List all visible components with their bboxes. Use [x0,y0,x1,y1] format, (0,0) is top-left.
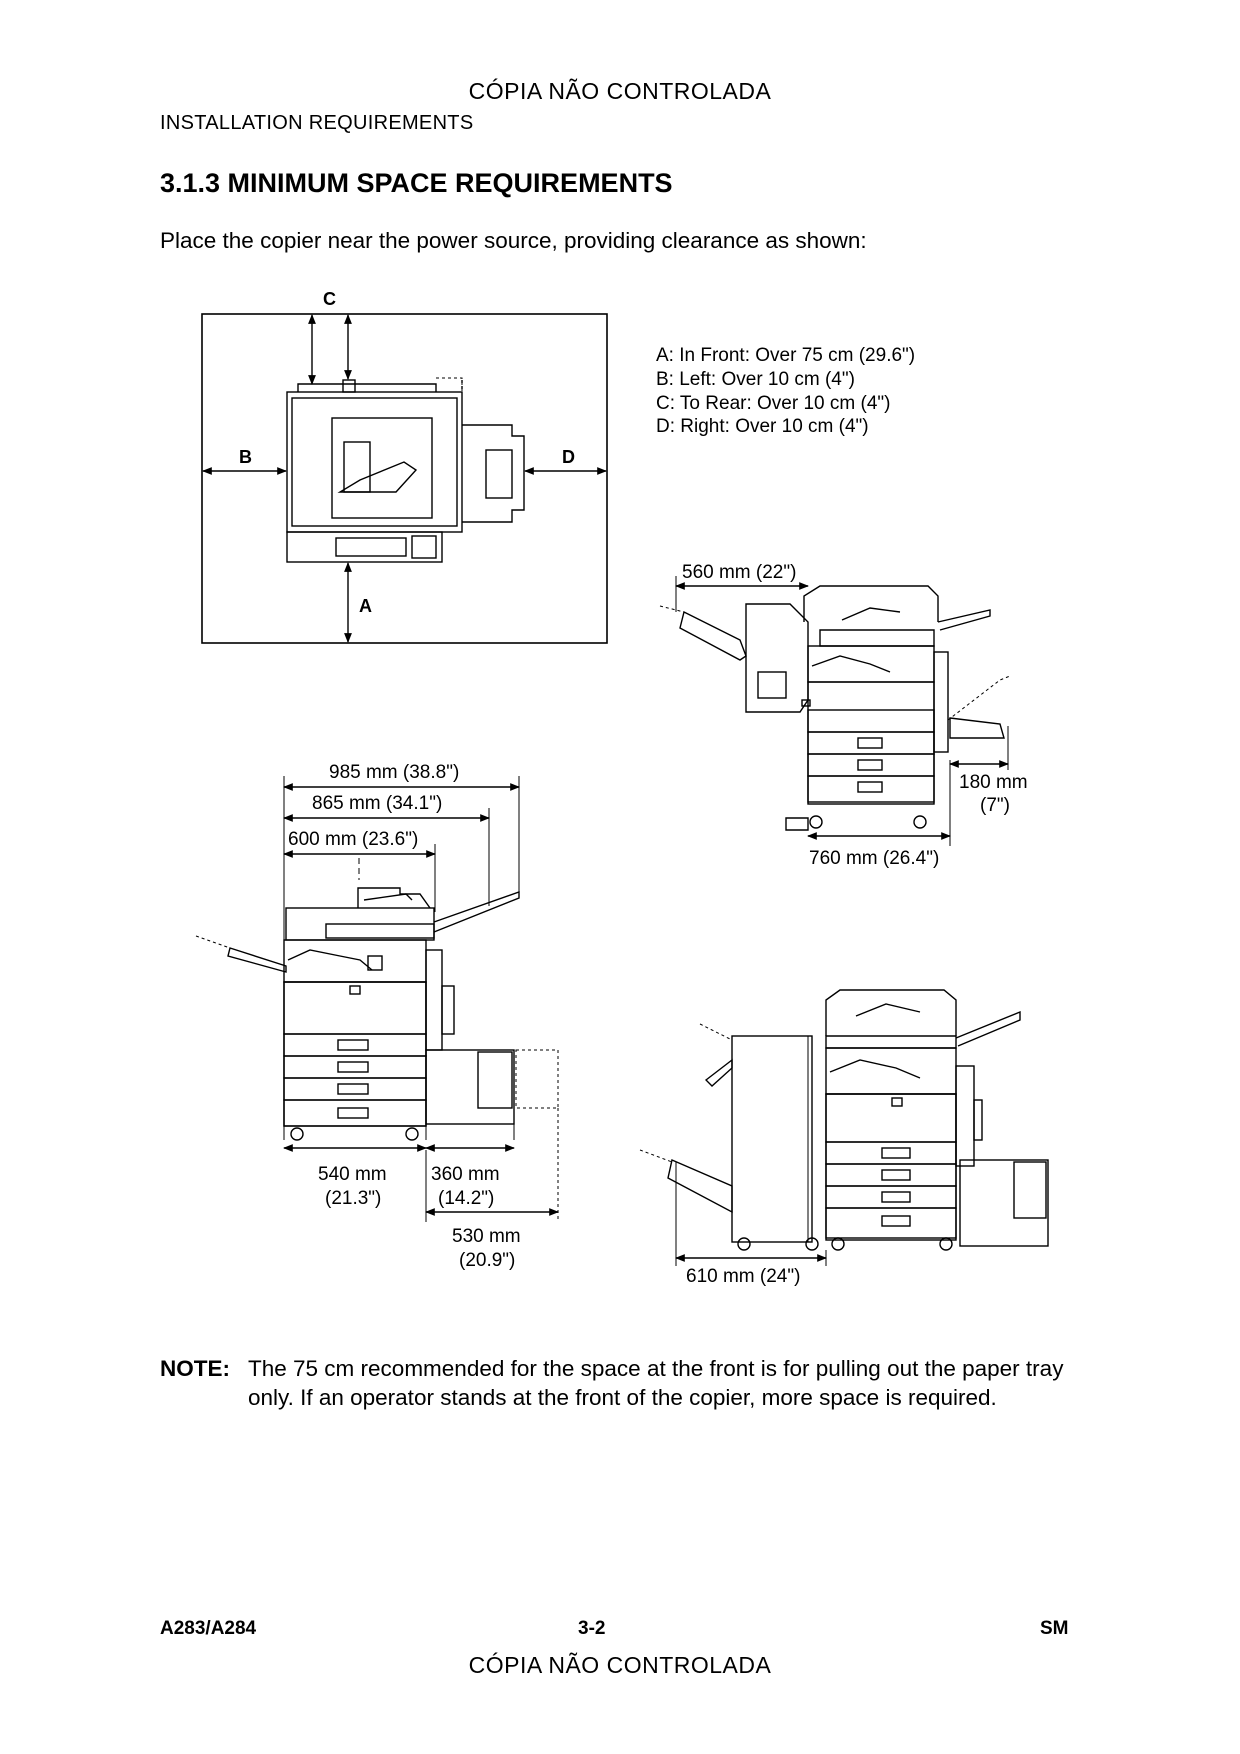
dim-560: 560 mm (22") [682,562,796,583]
footer-sm: SM [1040,1618,1069,1639]
dim-760: 760 mm (26.4") [809,848,939,869]
front-view-diagram: 985 mm (38.8") 865 mm (34.1") 600 mm (23… [195,762,559,1271]
legend-a: A: In Front: Over 75 cm (29.6") [656,345,915,366]
dim-180: 180 mm [959,772,1028,793]
legend-c: C: To Rear: Over 10 cm (4") [656,393,890,414]
legend-d: D: Right: Over 10 cm (4") [656,416,869,437]
dim-530-in: (20.9") [459,1250,515,1271]
label-b: B [239,447,252,467]
dim-610: 610 mm (24") [686,1266,800,1287]
dim-985: 985 mm (38.8") [329,762,459,783]
stamp-top: CÓPIA NÃO CONTROLADA [468,78,772,104]
note-text: The 75 cm recommended for the space at t… [248,1356,1064,1410]
top-view-diagram: C B D A [201,289,608,644]
label-a: A [359,596,372,616]
dim-360: 360 mm [431,1164,500,1185]
page-heading: 3.1.3 MINIMUM SPACE REQUIREMENTS [160,168,673,198]
intro-text: Place the copier near the power source, … [160,228,867,253]
label-d: D [562,447,575,467]
dim-360-in: (14.2") [438,1188,494,1209]
section-header: INSTALLATION REQUIREMENTS [160,112,474,134]
legend-b: B: Left: Over 10 cm (4") [656,369,855,390]
dim-540: 540 mm [318,1164,387,1185]
note-label: NOTE: [160,1356,230,1381]
footer-page-number: 3-2 [578,1618,606,1639]
dim-865: 865 mm (34.1") [312,793,442,814]
finisher-view-diagram: 560 mm (22") 180 mm (7") 760 mm (26.4") [659,562,1028,869]
label-c: C [323,289,336,309]
dim-540-in: (21.3") [325,1188,381,1209]
stamp-bottom: CÓPIA NÃO CONTROLADA [468,1652,772,1678]
dim-600: 600 mm (23.6") [288,829,418,850]
booklet-finisher-view-diagram: 610 mm (24") [639,989,1049,1287]
dim-180-in: (7") [980,795,1010,816]
footer-model: A283/A284 [160,1618,257,1639]
clearance-figure: C B D A A: In Front: Over 75 cm (29.6") … [195,289,1049,1287]
dim-530: 530 mm [452,1226,521,1247]
clearance-legend: A: In Front: Over 75 cm (29.6") B: Left:… [656,345,915,437]
